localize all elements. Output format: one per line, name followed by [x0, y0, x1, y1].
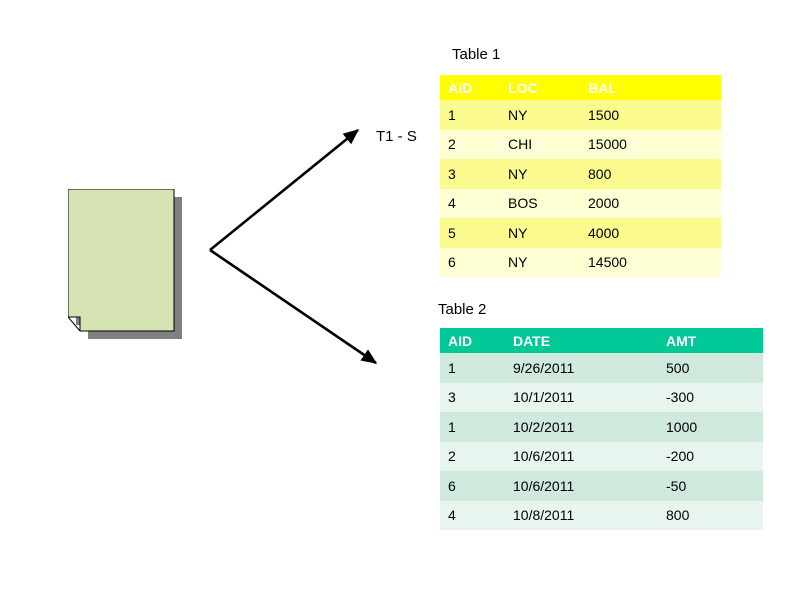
cell-bal: 4000: [580, 218, 721, 248]
cell-date: 10/1/2011: [505, 382, 658, 412]
table-row: 1 10/2/2011 1000: [440, 412, 763, 442]
cell-date: 10/6/2011: [505, 441, 658, 471]
table-row: 3 NY 800: [440, 159, 721, 189]
cell-loc: NY: [500, 159, 580, 189]
table-1-col-loc: LOC: [500, 75, 580, 100]
cell-aid: 6: [440, 471, 505, 501]
cell-bal: 800: [580, 159, 721, 189]
table-row: 2 CHI 15000: [440, 129, 721, 159]
table-row: 3 10/1/2011 -300: [440, 382, 763, 412]
table-1: AID LOC BAL 1 NY 1500 2 CHI 15000 3 NY 8…: [440, 75, 721, 277]
cell-loc: NY: [500, 247, 580, 277]
cell-aid: 2: [440, 129, 500, 159]
cell-loc: BOS: [500, 188, 580, 218]
document-fold-line: [68, 316, 81, 332]
cell-aid: 1: [440, 412, 505, 442]
cell-amt: -300: [658, 382, 763, 412]
cell-aid: 5: [440, 218, 500, 248]
table-row: 1 9/26/2011 500: [440, 353, 763, 383]
table-row: 6 10/6/2011 -50: [440, 471, 763, 501]
cell-loc: NY: [500, 100, 580, 130]
table-2-title: Table 2: [438, 301, 487, 318]
table-row: 4 10/8/2011 800: [440, 500, 763, 530]
table-2: AID DATE AMT 1 9/26/2011 500 3 10/1/2011…: [440, 328, 763, 530]
cell-bal: 14500: [580, 247, 721, 277]
table-2-col-date: DATE: [505, 328, 658, 353]
source-document-shape: [68, 189, 188, 341]
table-1-title: Table 1: [452, 46, 501, 63]
connector-lower-arrow: [209, 248, 378, 365]
cell-aid: 3: [440, 159, 500, 189]
cell-bal: 1500: [580, 100, 721, 130]
cell-bal: 2000: [580, 188, 721, 218]
table-row: 4 BOS 2000: [440, 188, 721, 218]
cell-amt: 1000: [658, 412, 763, 442]
cell-loc: NY: [500, 218, 580, 248]
cell-amt: 800: [658, 500, 763, 530]
cell-date: 10/6/2011: [505, 471, 658, 501]
cell-aid: 4: [440, 500, 505, 530]
cell-loc: CHI: [500, 129, 580, 159]
cell-aid: 4: [440, 188, 500, 218]
cell-bal: 15000: [580, 129, 721, 159]
cell-aid: 6: [440, 247, 500, 277]
cell-amt: -50: [658, 471, 763, 501]
cell-date: 10/2/2011: [505, 412, 658, 442]
table-row: 5 NY 4000: [440, 218, 721, 248]
table-1-col-aid: AID: [440, 75, 500, 100]
table-2-header-row: AID DATE AMT: [440, 328, 763, 353]
cell-amt: 500: [658, 353, 763, 383]
branch-label: T1 - S: [376, 128, 417, 145]
cell-aid: 1: [440, 353, 505, 383]
table-row: 2 10/6/2011 -200: [440, 441, 763, 471]
table-2-col-aid: AID: [440, 328, 505, 353]
cell-aid: 2: [440, 441, 505, 471]
document-body: [68, 189, 175, 332]
table-1-col-bal: BAL: [580, 75, 721, 100]
table-1-header-row: AID LOC BAL: [440, 75, 721, 100]
cell-date: 10/8/2011: [505, 500, 658, 530]
connector-upper-arrow: [209, 128, 360, 252]
cell-aid: 1: [440, 100, 500, 130]
table-2-col-amt: AMT: [658, 328, 763, 353]
cell-aid: 3: [440, 382, 505, 412]
cell-date: 9/26/2011: [505, 353, 658, 383]
fork-connector: [200, 110, 450, 380]
table-row: 1 NY 1500: [440, 100, 721, 130]
cell-amt: -200: [658, 441, 763, 471]
table-row: 6 NY 14500: [440, 247, 721, 277]
